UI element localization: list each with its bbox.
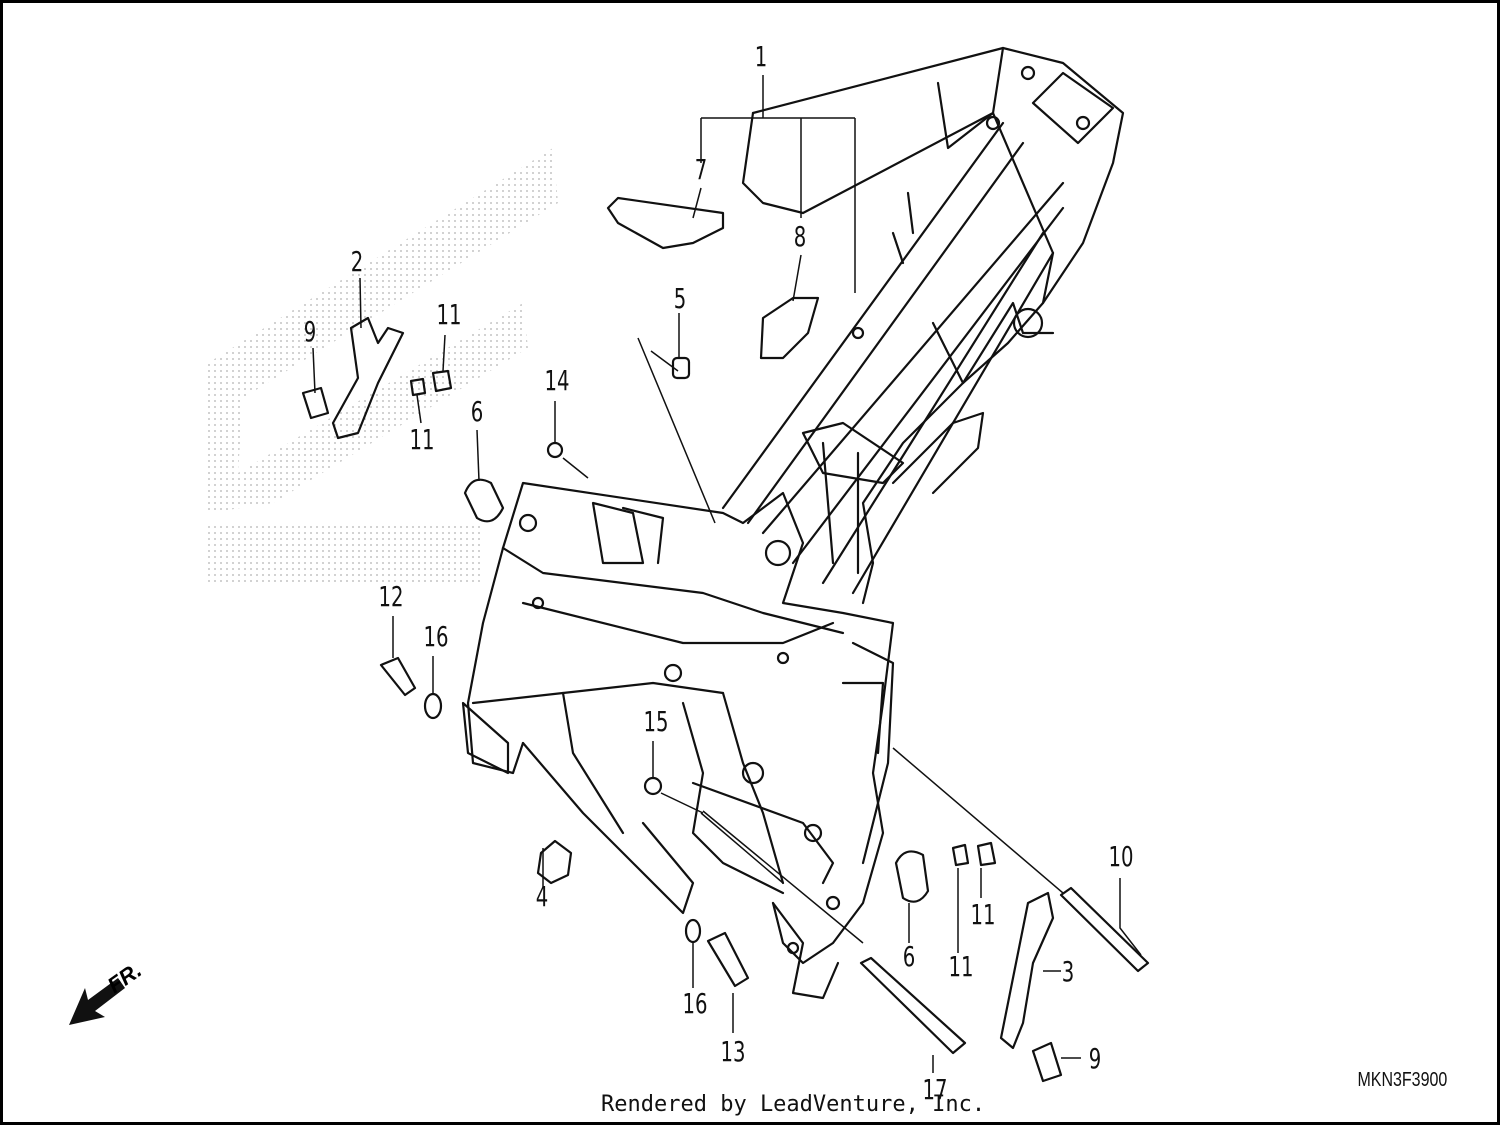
callout-9-upper: 9 <box>303 315 317 348</box>
front-cradle <box>461 481 895 1000</box>
callout-15: 15 <box>643 705 669 738</box>
callout-11-lower-left: 11 <box>948 950 974 983</box>
watermark-logo <box>208 148 558 583</box>
part-7-cover <box>606 196 725 250</box>
callout-6-lower: 6 <box>902 940 916 973</box>
callout-16-upper: 16 <box>423 620 449 653</box>
part-3-bracket <box>999 891 1055 1050</box>
part-4-clamp <box>536 839 573 885</box>
part-11-bolt-b <box>409 377 427 397</box>
callout-13: 13 <box>720 1035 746 1068</box>
part-9-bolt-lower <box>1031 1041 1063 1083</box>
callout-8: 8 <box>793 220 807 253</box>
callout-11-upper-right: 11 <box>436 298 462 331</box>
part-16-washer-upper <box>423 692 443 720</box>
part-12-bolt <box>379 656 417 697</box>
main-frame <box>721 46 1125 605</box>
callout-11-lower-right: 11 <box>970 898 996 931</box>
drawing-code: MKN3F3900 <box>1357 1069 1447 1091</box>
part-15-nut <box>643 776 663 796</box>
frame-body-drawing <box>69 46 1150 1083</box>
callout-10: 10 <box>1108 840 1134 873</box>
callout-1: 1 <box>754 40 768 73</box>
part-14-nut <box>546 441 564 459</box>
callout-11-upper-left: 11 <box>409 423 435 456</box>
part-13-bolt <box>706 931 750 988</box>
callout-14: 14 <box>544 364 570 397</box>
callout-9-lower: 9 <box>1088 1042 1102 1075</box>
part-6-collar-upper <box>463 478 505 523</box>
part-10-long-bolt <box>1059 886 1150 973</box>
part-2-bracket <box>331 316 405 440</box>
callout-6-upper: 6 <box>470 395 484 428</box>
leader-lines <box>312 75 1142 1073</box>
part-5-nut <box>671 356 691 380</box>
callout-2: 2 <box>350 245 364 278</box>
part-17-long-bolt <box>859 956 967 1055</box>
part-11-bolt-d <box>976 841 997 867</box>
callout-3: 3 <box>1061 955 1075 988</box>
part-6-collar-lower <box>894 850 930 903</box>
fr-arrow-icon <box>69 978 125 1025</box>
callout-17: 17 <box>922 1073 948 1106</box>
callout-16-lower: 16 <box>682 987 708 1020</box>
part-16-washer-lower <box>684 918 702 944</box>
part-8-plate <box>759 296 820 360</box>
credit-text: Rendered by LeadVenture, Inc. <box>601 1092 986 1117</box>
callout-12: 12 <box>378 580 404 613</box>
callout-4: 4 <box>535 880 549 913</box>
callout-7: 7 <box>694 153 708 186</box>
callout-5: 5 <box>673 282 687 315</box>
part-11-bolt-c <box>951 843 970 867</box>
part-11-bolt-a <box>431 369 453 393</box>
